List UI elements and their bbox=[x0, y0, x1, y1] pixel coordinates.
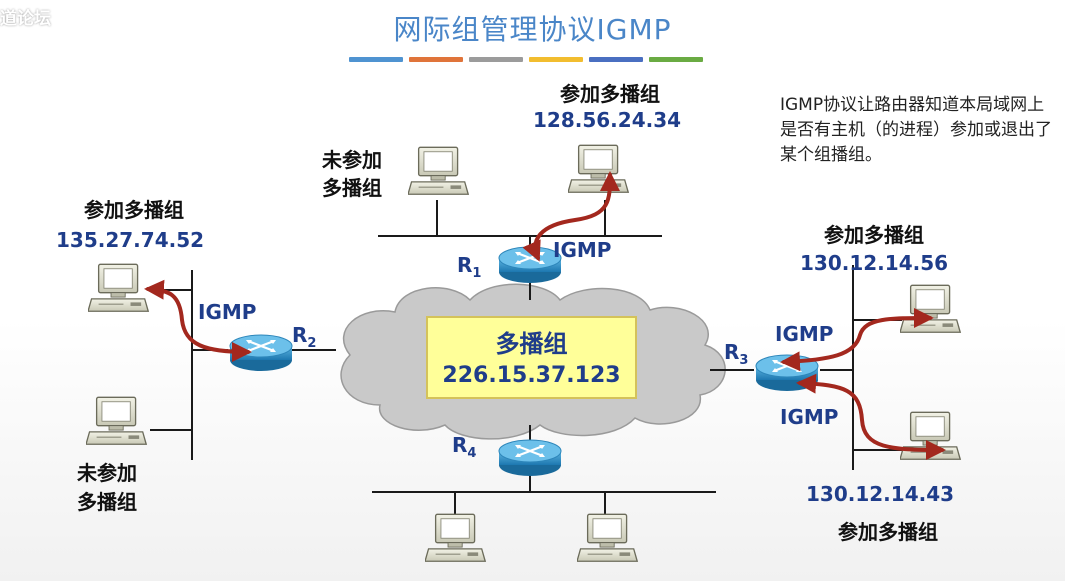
router-r4-name: R bbox=[452, 433, 468, 457]
watermark: 道论坛 bbox=[0, 9, 51, 29]
title-bar-2 bbox=[409, 57, 463, 62]
router-r4 bbox=[497, 438, 563, 478]
igmp-arrow-r3-top bbox=[780, 308, 934, 372]
multicast-group-address: 226.15.37.123 bbox=[442, 363, 621, 388]
router-r2-sub: 2 bbox=[307, 336, 317, 351]
host-r2-member bbox=[88, 263, 149, 312]
router-r3-name: R bbox=[724, 340, 740, 364]
r3-member-top-address: 130.12.14.56 bbox=[800, 251, 949, 275]
title-bar-5 bbox=[589, 57, 643, 62]
igmp-label-r3-bottom: IGMP bbox=[780, 405, 839, 429]
host-r4-b bbox=[577, 513, 638, 562]
r1-nonmember-line1: 未参加 bbox=[322, 148, 382, 172]
title-color-bars bbox=[349, 57, 703, 62]
multicast-group-box: 多播组 226.15.37.123 bbox=[426, 316, 637, 399]
host-r2-nonmember bbox=[86, 396, 147, 445]
r2-nonmember-line2: 多播组 bbox=[77, 490, 137, 514]
r3-member-bottom-address: 130.12.14.43 bbox=[806, 482, 955, 506]
router-label-r4: R4 bbox=[452, 433, 476, 461]
router-r4-sub: 4 bbox=[467, 446, 477, 461]
r2-member-label: 参加多播组 bbox=[84, 198, 184, 222]
r3-member-top-label: 参加多播组 bbox=[824, 223, 924, 247]
r1-member-label: 参加多播组 bbox=[560, 82, 660, 106]
r3-member-bottom-label: 参加多播组 bbox=[838, 520, 938, 544]
igmp-label-r1: IGMP bbox=[553, 238, 612, 262]
igmp-label-r3-top: IGMP bbox=[775, 322, 834, 346]
igmp-label-r2: IGMP bbox=[198, 300, 257, 324]
host-r3-member-bottom bbox=[900, 411, 961, 460]
r1-member-address: 128.56.24.34 bbox=[533, 108, 682, 132]
host-r3-member-top bbox=[900, 284, 961, 333]
router-r2-name: R bbox=[292, 323, 308, 347]
igmp-note: IGMP协议让路由器知道本局域网上是否有主机（的进程）参加或退出了某个组播组。 bbox=[780, 95, 1052, 165]
router-label-r3: R3 bbox=[724, 340, 748, 368]
router-r1-name: R bbox=[457, 253, 473, 277]
router-r1-sub: 1 bbox=[472, 266, 482, 281]
igmp-arrow-r3-bottom bbox=[796, 373, 946, 460]
r1-nonmember-line2: 多播组 bbox=[322, 176, 382, 200]
r2-member-address: 135.27.74.52 bbox=[56, 228, 205, 252]
igmp-arrow-r2 bbox=[144, 279, 252, 362]
r2-nonmember-line1: 未参加 bbox=[77, 461, 137, 485]
router-label-r1: R1 bbox=[457, 253, 481, 281]
router-r3-sub: 3 bbox=[739, 353, 749, 368]
router-label-r2: R2 bbox=[292, 323, 316, 351]
title-bar-3 bbox=[469, 57, 523, 62]
host-r1-member bbox=[568, 144, 629, 193]
igmp-arrow-r1 bbox=[522, 171, 620, 262]
host-r4-a bbox=[425, 513, 486, 562]
title-bar-4 bbox=[529, 57, 583, 62]
slide-title: 网际组管理协议IGMP bbox=[393, 13, 672, 46]
multicast-group-label: 多播组 bbox=[495, 330, 568, 358]
host-r1-nonmember bbox=[408, 146, 469, 195]
title-bar-6 bbox=[649, 57, 703, 62]
title-bar-1 bbox=[349, 57, 403, 62]
router-r1 bbox=[497, 245, 563, 285]
